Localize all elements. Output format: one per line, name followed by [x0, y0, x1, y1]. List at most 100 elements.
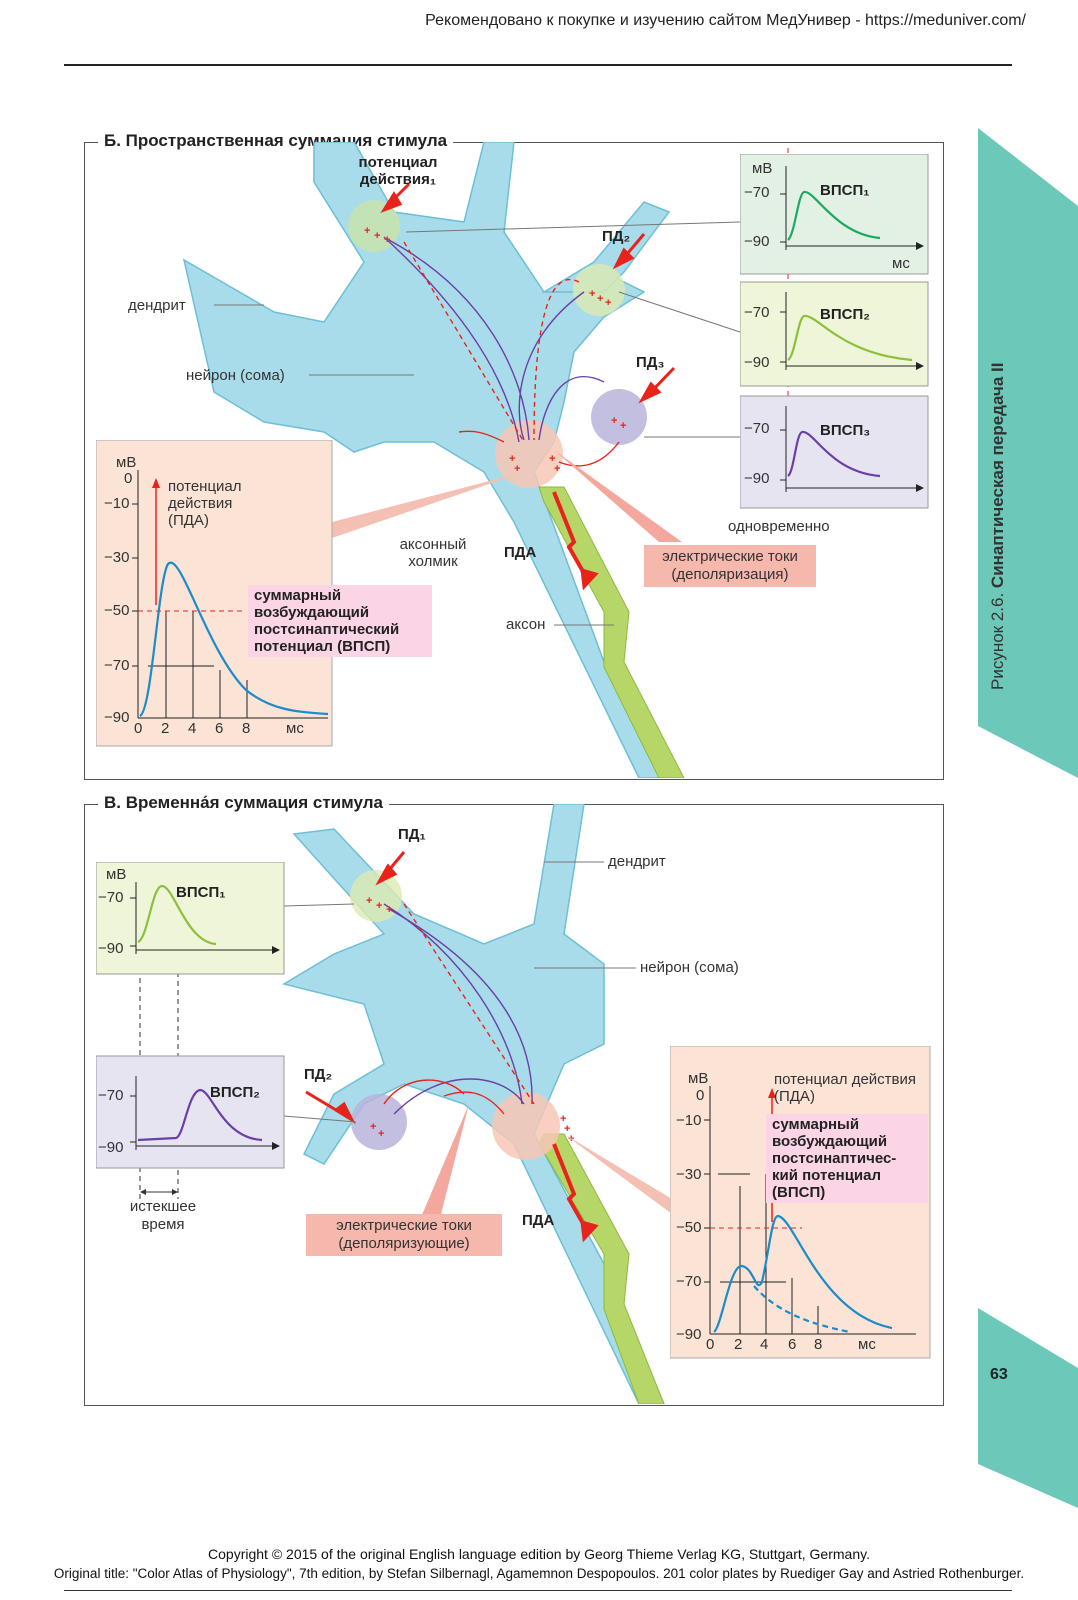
- svg-text:+: +: [589, 288, 595, 300]
- epsp3-tick-top: −70: [744, 420, 770, 437]
- footer-rule: [64, 1590, 1012, 1591]
- currents-label-b: электрические токи (деполяризация): [644, 545, 816, 587]
- v-callout-wedge-currents: [419, 1104, 469, 1222]
- panel-v-epsp-graphs: [96, 862, 285, 1169]
- epsp2-graph: [740, 281, 929, 387]
- pd2-label: ПД₂: [602, 228, 631, 245]
- v-axon-hillock-zone: [492, 1092, 560, 1160]
- b-graph-xtick-0: 0: [134, 720, 143, 737]
- svg-text:+: +: [386, 904, 392, 916]
- epsp1-tick-top: −70: [744, 184, 770, 201]
- v-graph-ytick-0: 0: [696, 1087, 705, 1104]
- figure-title: Синаптическая передача II: [988, 362, 1007, 589]
- v-currents-label: электрические токи (деполяризующие): [306, 1214, 502, 1256]
- ap1-label: потенциал действия₁: [358, 154, 438, 188]
- v-epsp1-tick-top: −70: [98, 889, 124, 906]
- panel-v-illustration: +++ ++ +++: [139, 804, 672, 1404]
- page-number: 63: [990, 1366, 1008, 1383]
- soma-label-b: нейрон (сома): [186, 367, 285, 384]
- b-graph-xtick-4: 8: [242, 720, 251, 737]
- neuron-v: [282, 804, 665, 1404]
- pda-label-b: ПДА: [504, 544, 537, 561]
- callout-wedge-currents: [554, 450, 682, 542]
- axon-hillock-label: аксонный холмик: [399, 536, 467, 570]
- svg-text:+: +: [564, 1123, 570, 1135]
- figure-number: Рисунок 2.6.: [988, 592, 1007, 690]
- svg-text:+: +: [605, 297, 611, 309]
- svg-text:+: +: [560, 1113, 566, 1125]
- footer-copyright: Copyright © 2015 of the original English…: [208, 1546, 870, 1562]
- epsp3-graph: [740, 395, 929, 509]
- svg-text:+: +: [378, 1128, 384, 1140]
- svg-text:+: +: [370, 1121, 376, 1133]
- panel-v-title: В. Временна́я суммация стимула: [98, 793, 389, 813]
- v-graph-xtick-1: 2: [734, 1336, 743, 1353]
- simultaneous-label: одновременно: [728, 518, 830, 535]
- epsp1-x-unit: мс: [892, 255, 910, 272]
- v-pda-label: ПДА: [522, 1212, 555, 1229]
- v-callout-wedge-ap: [564, 1134, 672, 1214]
- v-synapse-1-zone: [350, 870, 402, 922]
- epsp2-label: ВПСП₂: [820, 306, 870, 323]
- synapse-2-zone: [573, 264, 625, 316]
- v-graph-ytick-1: −10: [676, 1112, 702, 1129]
- v-pd1-label: ПД₁: [398, 826, 426, 843]
- b-graph-xtick-2: 4: [188, 720, 197, 737]
- v-epsp1-label: ВПСП₁: [176, 884, 226, 901]
- svg-text:+: +: [374, 230, 380, 242]
- page-number-tab: [978, 1308, 1078, 1508]
- footer-original-title: Original title: "Color Atlas of Physiolo…: [53, 1566, 1025, 1581]
- v-epsp2-graph: [96, 1055, 285, 1169]
- epsp1-unit: мВ: [752, 160, 773, 177]
- dendrite-label-b: дендрит: [128, 297, 186, 314]
- panel-b-illustration: +++ +++ ++ ++++: [182, 142, 789, 778]
- elapsed-time-label: истекшее время: [129, 1198, 197, 1233]
- v-epsp1-unit: мВ: [106, 866, 127, 883]
- chapter-tab: [978, 128, 1078, 778]
- epsp1-tick-bottom: −90: [744, 233, 770, 250]
- epsp2-tick-top: −70: [744, 304, 770, 321]
- panel-b-epsp-graphs: [740, 154, 929, 509]
- v-graph-xtick-3: 6: [788, 1336, 797, 1353]
- b-graph-unit: мВ: [116, 454, 137, 471]
- svg-text:+: +: [611, 415, 617, 427]
- v-graph-ytick-3: −50: [676, 1219, 702, 1236]
- b-graph-xtick-3: 6: [215, 720, 224, 737]
- b-graph-ap-label: потенциал действия (ПДА): [168, 478, 242, 529]
- v-graph-ap-label: потенциал действия (ПДА): [774, 1071, 917, 1105]
- b-graph-sum-label: суммарный возбуждающий постсинаптический…: [248, 585, 432, 657]
- svg-text:+: +: [384, 234, 390, 246]
- ap-arrows-b: [380, 182, 676, 591]
- b-graph-xtick-1: 2: [161, 720, 170, 737]
- v-dendrite-label: дендрит: [608, 853, 666, 870]
- synapse-3-zone: [591, 389, 647, 445]
- epsp3-label: ВПСП₃: [820, 422, 871, 439]
- axon-label: аксон: [506, 616, 546, 633]
- pd3-label: ПД₃: [636, 354, 665, 371]
- epsp2-tick-bottom: −90: [744, 354, 770, 371]
- v-graph-xtick-4: 8: [814, 1336, 823, 1353]
- axon-hillock-zone: [495, 420, 563, 488]
- svg-text:+: +: [514, 463, 520, 475]
- v-epsp1-graph: [96, 862, 285, 975]
- b-graph-ytick-2: −30: [104, 549, 130, 566]
- v-graph-xtick-0: 0: [706, 1336, 715, 1353]
- b-graph-ytick-5: −90: [104, 709, 130, 726]
- header-rule: [64, 64, 1012, 66]
- callout-wedge-ap: [332, 472, 524, 538]
- v-soma-label: нейрон (сома): [640, 959, 739, 976]
- svg-text:+: +: [620, 420, 626, 432]
- v-graph-unit: мВ: [688, 1070, 709, 1087]
- v-pd2-label: ПД₂: [304, 1066, 333, 1083]
- v-graph-ytick-4: −70: [676, 1273, 702, 1290]
- site-header: Рекомендовано к покупке и изучению сайто…: [425, 12, 1026, 29]
- svg-text:+: +: [376, 900, 382, 912]
- v-graph-x-unit: мс: [858, 1336, 876, 1353]
- b-graph-x-unit: мс: [286, 720, 304, 737]
- v-graph-sum-label: суммарный возбуждающий постсинаптичес-ки…: [766, 1114, 928, 1203]
- b-graph-ytick-3: −50: [104, 602, 130, 619]
- epsp1-graph: [740, 154, 929, 275]
- v-graph-xtick-2: 4: [760, 1336, 769, 1353]
- svg-text:+: +: [364, 225, 370, 237]
- b-graph-ytick-1: −10: [104, 495, 130, 512]
